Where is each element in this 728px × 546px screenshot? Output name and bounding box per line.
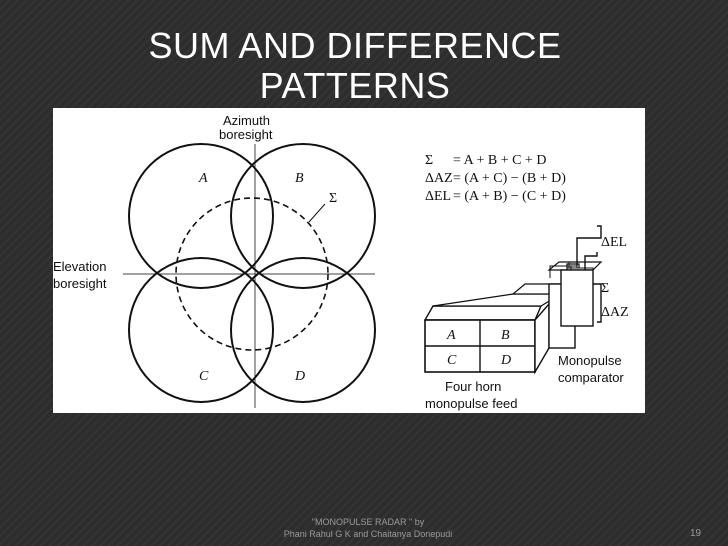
out-stub-3 [549, 265, 571, 278]
slide-title: SUM AND DIFFERENCE PATTERNS [140, 26, 570, 106]
horn-c-label: C [447, 353, 457, 368]
eq-el-rhs: = (A + B) − (C + D) [453, 189, 566, 204]
feed-caption-2: monopulse feed [425, 396, 518, 411]
eq-sum-rhs: = A + B + C + D [453, 153, 546, 168]
eq-az-lhs: ΔAZ [425, 171, 453, 186]
page-number: 19 [690, 528, 702, 539]
sum-pattern-label: Σ [329, 191, 337, 206]
out-wire-el [576, 225, 602, 266]
output-el-label: ΔEL [601, 235, 627, 250]
comparator-caption-1: Monopulse [558, 353, 622, 368]
horn-d-label: D [500, 353, 511, 368]
monopulse-diagram: Azimuth boresight Elevation boresight A … [53, 113, 629, 411]
beam-c-label: C [199, 369, 209, 384]
elevation-label-1: Elevation [53, 259, 106, 274]
four-horn-feed [423, 293, 564, 375]
beam-b-circle [230, 143, 376, 289]
monopulse-comparator [511, 225, 603, 349]
slide-footer: "MONOPULSE RADAR " by Phani Rahul G K an… [258, 516, 478, 540]
comparator-caption-2: comparator [558, 370, 624, 385]
footer-line-1: "MONOPULSE RADAR " by [311, 517, 425, 527]
footer-line-2: Phani Rahul G K and Chaitanya Donepudi [283, 529, 453, 539]
beam-c-circle [128, 257, 274, 403]
comparator-body [560, 269, 594, 327]
azimuth-label-2: boresight [219, 127, 273, 142]
output-az-label: ΔAZ [601, 305, 629, 320]
beam-a-label: A [198, 171, 208, 186]
feed-top-face [423, 305, 543, 321]
output-sum-label: Σ [601, 281, 609, 296]
beam-d-circle [230, 257, 376, 403]
eq-sum-lhs: Σ [425, 153, 433, 168]
out-wire-sum [584, 252, 598, 270]
waveguide-top [432, 293, 564, 307]
horn-a-label: A [446, 328, 456, 343]
monopulse-figure: Azimuth boresight Elevation boresight A … [53, 108, 645, 413]
sum-pattern-circle [175, 197, 329, 351]
azimuth-label-1: Azimuth [223, 113, 270, 128]
beam-d-label: D [294, 369, 305, 384]
eq-el-lhs: ΔEL [425, 189, 451, 204]
elevation-label-2: boresight [53, 276, 107, 291]
title-line-1: SUM AND DIFFERENCE [148, 25, 562, 66]
sum-pointer [308, 203, 326, 223]
horn-b-label: B [501, 328, 510, 343]
beam-b-label: B [295, 171, 304, 186]
out-wire-az [593, 283, 602, 323]
title-line-2: PATTERNS [259, 65, 451, 106]
feed-caption-1: Four horn [445, 379, 501, 394]
beam-a-circle [128, 143, 274, 289]
eq-az-rhs: = (A + C) − (B + D) [453, 171, 566, 186]
